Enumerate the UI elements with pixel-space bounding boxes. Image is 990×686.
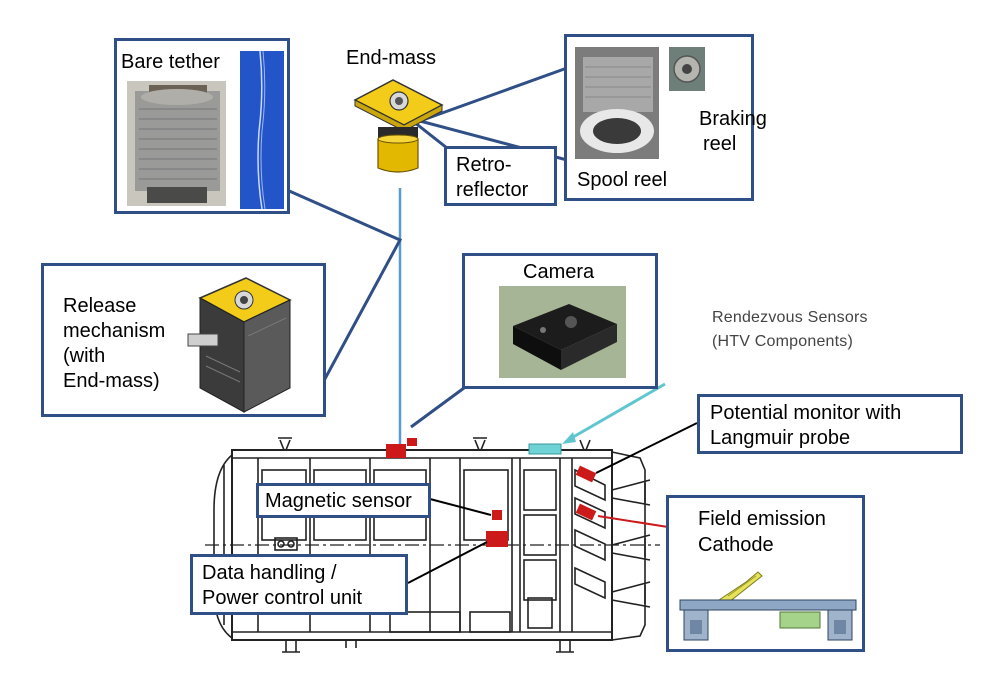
release-label-3: (with xyxy=(63,345,106,367)
magnetic-sensor-marker xyxy=(492,510,502,520)
langmuir-probe-marker xyxy=(575,465,597,483)
reel-callout: Braking reel Spool reel xyxy=(564,34,767,201)
spool-reel-photo xyxy=(575,47,659,159)
field-emission-marker xyxy=(575,503,597,521)
field-emission-callout: Field emission Cathode xyxy=(666,495,865,652)
release-mechanism-marker xyxy=(386,444,406,458)
potential-label-1: Potential monitor with xyxy=(710,402,902,424)
camera-photo xyxy=(499,286,626,378)
field-label-1: Field emission xyxy=(698,508,826,530)
release-mechanism-image xyxy=(186,276,296,414)
retro-label-1: Retro- xyxy=(456,154,512,176)
black-leaders xyxy=(407,422,698,584)
magnetic-label: Magnetic sensor xyxy=(265,490,412,512)
magnetic-sensor-callout: Magnetic sensor xyxy=(256,483,431,518)
braking-reel-label-1: Braking xyxy=(699,108,767,130)
bare-tether-label: Bare tether xyxy=(121,51,220,73)
rendezvous-arrow xyxy=(567,382,666,442)
dhu-marker xyxy=(486,531,508,547)
rendezvous-label-1: Rendezvous Sensors xyxy=(712,309,868,326)
potential-label-2: Langmuir probe xyxy=(710,427,851,449)
field-emission-image xyxy=(676,562,861,648)
retro-label-2: reflector xyxy=(456,179,529,201)
field-label-2: Cathode xyxy=(698,534,774,556)
tether-strand-photo xyxy=(240,50,284,210)
dhu-label-2: Power control unit xyxy=(202,587,363,609)
tether-spool-photo xyxy=(127,81,226,206)
rendezvous-arrowhead xyxy=(562,432,576,444)
release-label-1: Release xyxy=(63,295,137,317)
braking-reel-label-2: reel xyxy=(703,133,737,155)
rendezvous-label-2: (HTV Components) xyxy=(712,333,854,350)
dhu-label-1: Data handling / xyxy=(202,562,337,584)
release-label-4: End-mass) xyxy=(63,370,160,392)
retro-reflector-callout: Retro- reflector xyxy=(444,146,557,206)
camera-callout: Camera xyxy=(462,253,658,389)
braking-reel-photo xyxy=(669,47,705,91)
end-mass-label: End-mass xyxy=(346,47,437,69)
rendezvous-sensor-marker xyxy=(528,443,562,455)
bare-tether-callout: Bare tether xyxy=(114,38,290,214)
release-mechanism-callout: Release mechanism (with End-mass) xyxy=(41,263,326,417)
red-leader xyxy=(597,515,669,528)
end-mass-image xyxy=(353,79,444,173)
camera-marker xyxy=(407,438,417,446)
spool-reel-label: Spool reel xyxy=(577,169,668,191)
data-handling-callout: Data handling / Power control unit xyxy=(190,554,408,615)
camera-label: Camera xyxy=(523,261,595,283)
release-label-2: mechanism xyxy=(63,320,166,342)
potential-monitor-callout: Potential monitor with Langmuir probe xyxy=(697,394,963,454)
